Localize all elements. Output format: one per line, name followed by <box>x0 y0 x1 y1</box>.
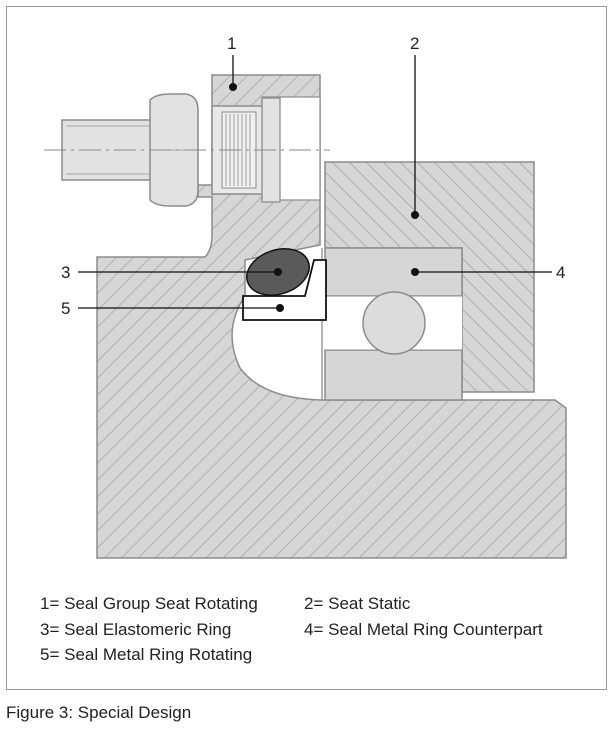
ball <box>362 291 426 355</box>
leader-lines <box>78 55 552 309</box>
legend-item-4: 4= Seal Metal Ring Counterpart <box>304 620 543 639</box>
leader-dots <box>229 83 419 312</box>
callout-2: 2 <box>410 34 419 53</box>
legend-item-3: 3= Seal Elastomeric Ring <box>40 620 232 639</box>
figure-caption: Figure 3: Special Design <box>6 703 192 722</box>
callout-5: 5 <box>61 299 70 318</box>
legend-item-1: 1= Seal Group Seat Rotating <box>40 594 258 613</box>
callout-4: 4 <box>556 263 565 282</box>
metal-ring-rotating <box>242 259 327 321</box>
counterpart-ring-lower <box>324 349 463 401</box>
legend-item-5: 5= Seal Metal Ring Rotating <box>40 645 253 664</box>
callout-1: 1 <box>227 34 236 53</box>
callout-3: 3 <box>61 263 70 282</box>
legend-item-2: 2= Seat Static <box>304 594 411 613</box>
figure-frame <box>6 6 607 690</box>
housing-body <box>96 74 567 559</box>
